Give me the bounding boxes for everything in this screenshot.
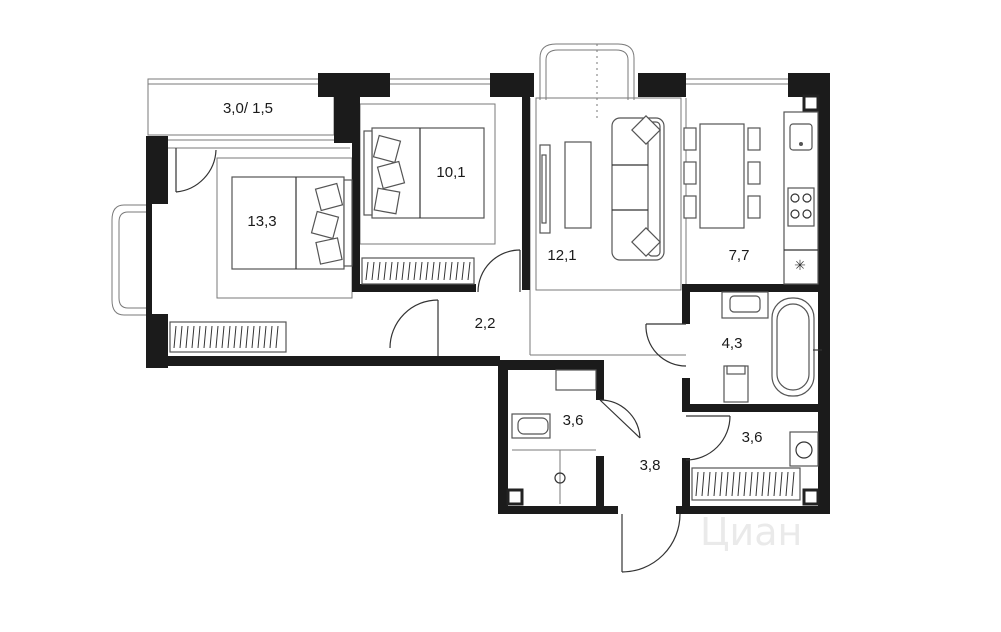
radiator-hatch <box>401 261 405 281</box>
walls <box>146 73 830 514</box>
radiator-hatch <box>413 261 417 281</box>
radiator-hatch <box>263 325 267 349</box>
room-label-balcony: 3,0/ 1,5 <box>223 100 273 117</box>
radiator-hatch <box>239 325 243 349</box>
radiator-hatch <box>197 325 201 349</box>
radiator-hatch <box>461 261 465 281</box>
radiator-hatch <box>209 325 213 349</box>
radiator-hatch <box>713 471 717 497</box>
radiator-hatch <box>419 261 423 281</box>
radiator-hatch <box>443 261 447 281</box>
radiator-hatch <box>755 471 759 497</box>
room-label-living: 12,1 <box>547 247 576 264</box>
room-label-bedroom-small: 10,1 <box>436 164 465 181</box>
radiator-hatch <box>749 471 753 497</box>
radiator-hatch <box>395 261 399 281</box>
radiator-hatch <box>767 471 771 497</box>
radiator-hatch <box>371 261 375 281</box>
radiator-hatch <box>179 325 183 349</box>
radiator-hatch <box>383 261 387 281</box>
room-label-kitchen: 7,7 <box>729 247 750 264</box>
radiator-hatch <box>719 471 723 497</box>
radiator-hatch <box>251 325 255 349</box>
radiator-hatch <box>431 261 435 281</box>
radiator-hatch <box>203 325 207 349</box>
radiator-hatch <box>779 471 783 497</box>
radiator-hatch <box>737 471 741 497</box>
room-label-wc: 3,6 <box>563 412 584 429</box>
radiator-hatch <box>365 261 369 281</box>
radiators <box>169 257 801 501</box>
radiator-hatch <box>191 325 195 349</box>
radiator-hatch <box>233 325 237 349</box>
radiator-hatch <box>377 261 381 281</box>
radiator-hatch <box>425 261 429 281</box>
radiator-hatch <box>791 471 795 497</box>
radiator-hatch <box>221 325 225 349</box>
room-label-hall: 2,2 <box>475 315 496 332</box>
radiator-hatch <box>743 471 747 497</box>
radiator-hatch <box>407 261 411 281</box>
radiator-hatch <box>227 325 231 349</box>
radiator-hatch <box>389 261 393 281</box>
radiator-hatch <box>269 325 273 349</box>
radiator-hatch <box>185 325 189 349</box>
radiator-hatch <box>731 471 735 497</box>
radiator-hatch <box>785 471 789 497</box>
room-labels: 3,0/ 1,5 13,3 10,1 12,1 7,7 2,2 4,3 3,6 … <box>223 100 762 474</box>
doors <box>175 148 731 573</box>
radiator-hatch <box>275 325 279 349</box>
radiator-hatch <box>725 471 729 497</box>
radiator-hatch <box>761 471 765 497</box>
radiator-hatch <box>467 261 471 281</box>
radiator-hatch <box>245 325 249 349</box>
radiator-hatch <box>707 471 711 497</box>
room-label-laundry: 3,6 <box>742 429 763 446</box>
radiator-hatch <box>695 471 699 497</box>
radiator-hatch <box>455 261 459 281</box>
radiator-hatch <box>257 325 261 349</box>
radiator-hatch <box>173 325 177 349</box>
radiator-hatch <box>437 261 441 281</box>
room-label-bathroom: 4,3 <box>722 335 743 352</box>
radiator-hatch <box>215 325 219 349</box>
room-label-bedroom-large: 13,3 <box>247 213 276 230</box>
radiator-hatch <box>701 471 705 497</box>
room-label-entrance: 3,8 <box>640 457 661 474</box>
radiator-hatch <box>773 471 777 497</box>
furniture: ✳ <box>231 111 822 504</box>
svg-text:✳: ✳ <box>794 258 806 274</box>
radiator-hatch <box>449 261 453 281</box>
watermark-text: Циан <box>700 510 802 554</box>
